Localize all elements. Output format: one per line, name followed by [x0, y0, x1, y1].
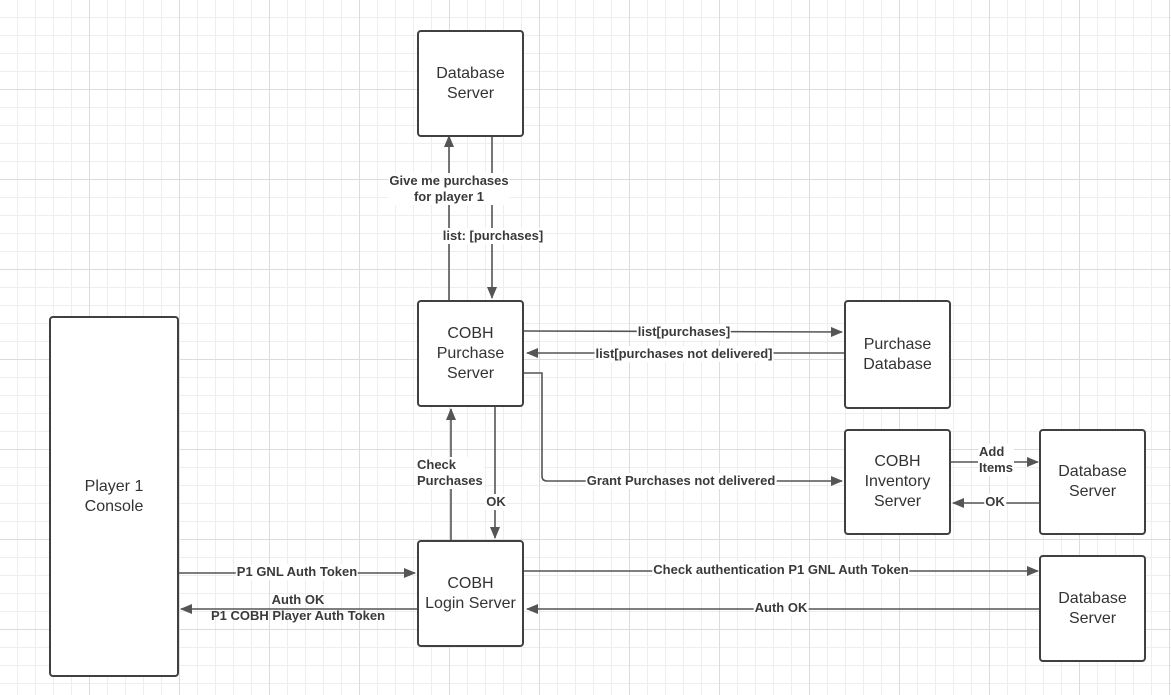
label-check-purchases: Check Purchases	[416, 457, 484, 489]
player-1-console[interactable]: Player 1 Console	[49, 316, 179, 677]
label-grant-purchases: Grant Purchases not delivered	[585, 473, 777, 489]
purchase-database[interactable]: Purchase Database	[844, 300, 951, 409]
label-ok-login: OK	[485, 494, 507, 510]
database-server-top[interactable]: Database Server	[417, 30, 524, 137]
label-list-purchases-right: list[purchases]	[636, 324, 732, 340]
label-auth-ok-player: Auth OK P1 COBH Player Auth Token	[210, 592, 386, 623]
edge-grant-purchases	[524, 372, 843, 486]
cobh-inventory-server[interactable]: COBH Inventory Server	[844, 429, 951, 535]
label-list-purchases-top: list: [purchases]	[441, 228, 545, 244]
label-list-not-delivered: list[purchases not delivered]	[594, 346, 774, 362]
label-add-items: Add Items	[978, 444, 1014, 476]
label-give-purchases: Give me purchases for player 1	[388, 173, 510, 205]
label-ok-inventory: OK	[984, 494, 1006, 510]
cobh-login-server[interactable]: COBH Login Server	[417, 540, 524, 647]
database-server-inventory[interactable]: Database Server	[1039, 429, 1146, 535]
label-auth-ok-db: Auth OK	[753, 600, 809, 616]
cobh-purchase-server[interactable]: COBH Purchase Server	[417, 300, 524, 407]
database-server-login[interactable]: Database Server	[1039, 555, 1146, 662]
label-check-auth: Check authentication P1 GNL Auth Token	[652, 562, 910, 578]
label-p1-gnl-token: P1 GNL Auth Token	[235, 564, 359, 580]
